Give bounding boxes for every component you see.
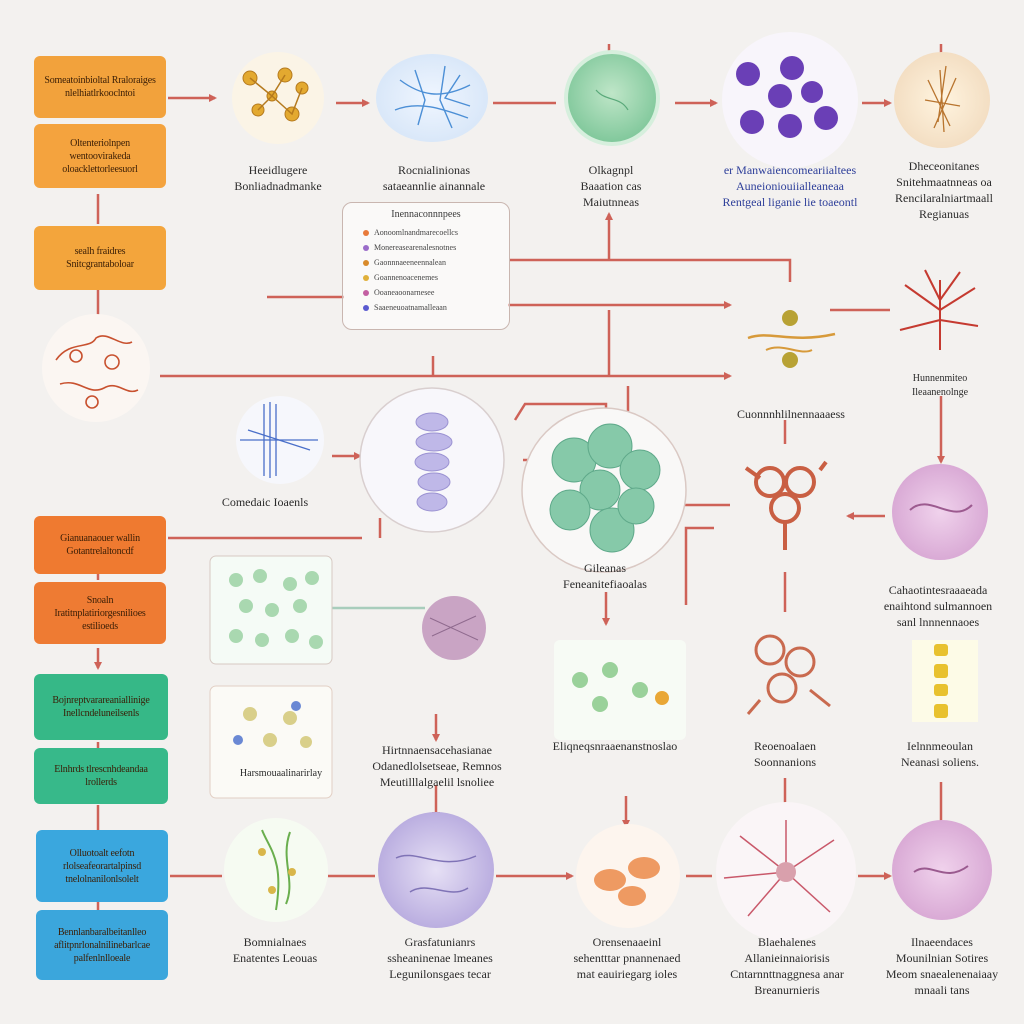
node-23-illustration <box>892 820 992 920</box>
node-13-illustration <box>209 555 333 665</box>
legend-panel: Inennaconnnpees Aonoomlnandmarecoellcs M… <box>342 202 510 330</box>
legend-row: Ooaneaoonarnesee <box>363 287 493 298</box>
node-label-15: Bomnialnaes Enatentes Leouas <box>232 935 318 965</box>
node-label-9: Gileanas Feneanitefiaoalas <box>563 561 647 591</box>
legend-dot <box>363 244 369 251</box>
node-22-illustration <box>716 802 856 942</box>
node-5-illustration <box>894 52 990 148</box>
legend-dot <box>363 274 369 281</box>
node-1-illustration <box>232 52 324 144</box>
legend-row: Aonoomlnandmarecoellcs <box>363 227 493 238</box>
left-box-3: sealh fraidres Snitcgrantaboloar <box>34 226 166 290</box>
node-label-10: Cahaotintesraaaeada enaihtond sulmannoen… <box>883 583 993 629</box>
node-label-14: Ielnnmeoulan Neanasi soliens. <box>901 739 979 769</box>
node-10-illustration <box>521 407 687 573</box>
left-network-illustration <box>42 314 150 422</box>
node-6-illustration <box>747 310 836 368</box>
left-box-9: Bennlanbaralbeitanlleo aflitpnrlonalnili… <box>36 910 168 980</box>
left-box-5: Snoaln Iratitnplatiriorgesnilioes estili… <box>34 582 166 644</box>
node-label-4: er Manwaiencomeariialtees Auneioniouiial… <box>722 163 858 209</box>
node-4-illustration <box>722 32 858 168</box>
node-18-illustration <box>912 640 978 722</box>
legend-dot <box>363 229 369 236</box>
node-label-12: Eliqneqsnraaenanstnoslao <box>552 739 678 753</box>
legend-row: Saaeneuoatnamalleaan <box>363 302 493 313</box>
node-11-illustration <box>744 460 828 550</box>
left-box-6: Bojnreptvarareaniallinige Inellcndelunei… <box>34 674 168 740</box>
node-label-1: Heeidlugere Bonliadnadmanke <box>234 163 322 193</box>
node-21-illustration <box>576 824 680 928</box>
node-label-20: Harsmouaalinarirlay <box>239 768 323 779</box>
node-15-illustration <box>209 685 333 799</box>
left-box-2: Oltenteriolnpen wentoovirakeda oloacklet… <box>34 124 166 188</box>
node-label-11: Hirtnnaensacehasianae Odanedlolsetseae, … <box>372 743 502 789</box>
legend-row: Goannenoacenemes <box>363 272 493 283</box>
node-label-3: Olkagnpl Baaation cas Maiutnneas <box>580 163 642 209</box>
node-14-illustration <box>422 596 486 660</box>
node-label-8: Comedaic Ioaenls <box>221 495 309 509</box>
node-9-illustration <box>359 387 505 533</box>
left-box-8: Olluotoalt eefotn rlolseafeorartalpinsd … <box>36 830 168 902</box>
node-label-2: Rocnialinionas sataeannlie ainannale <box>382 163 486 193</box>
node-8-illustration <box>236 396 324 484</box>
node-label-5: Dheceonitanes Snitehmaatnneas oa Rencila… <box>895 159 993 221</box>
node-label-13: Reoenoalaen Soonnanions <box>753 739 816 769</box>
legend-row: Monereasearenalesnotnes <box>363 242 493 253</box>
left-box-1: Someatoinbioltal Rraloraiges nlelhiatlrk… <box>34 56 166 118</box>
node-3-illustration <box>564 50 660 146</box>
legend-dot <box>363 259 369 266</box>
node-16-illustration <box>554 640 686 740</box>
left-box-7: Elnhrds tlrescnhdeandaa lrollerds <box>34 748 168 804</box>
node-label-7: Hunnenmiteo Ileaanenolnge <box>911 373 969 398</box>
legend-panel-title: Inennaconnnpees <box>391 209 461 220</box>
node-label-16: Grasfatunianrs ssheaninenae lmeanes Legu… <box>387 935 493 981</box>
left-box-4: Gianuanaouer wallin Gotantrelaltoncdf <box>34 516 166 574</box>
node-20-illustration <box>378 812 494 928</box>
node-19-illustration <box>224 818 328 922</box>
legend-dot <box>363 304 369 311</box>
node-2-illustration <box>376 54 488 142</box>
node-label-6: Cuonnnhlilnennaaaess <box>737 407 845 421</box>
node-label-18: Blaehalenes Allanieinnaiorisis Cntarnntt… <box>730 935 844 997</box>
legend-dot <box>363 289 369 296</box>
node-label-19: Ilnaeendaces Mounilnian Sotires Meom sna… <box>885 935 999 997</box>
legend-row: Gaonnnaeeneennalean <box>363 257 493 268</box>
node-label-17: Orensenaaeinl sehentttar pnannenaed mat … <box>573 935 681 981</box>
node-17-illustration <box>746 634 831 715</box>
node-12-illustration <box>892 464 988 560</box>
node-7-illustration <box>899 269 979 350</box>
